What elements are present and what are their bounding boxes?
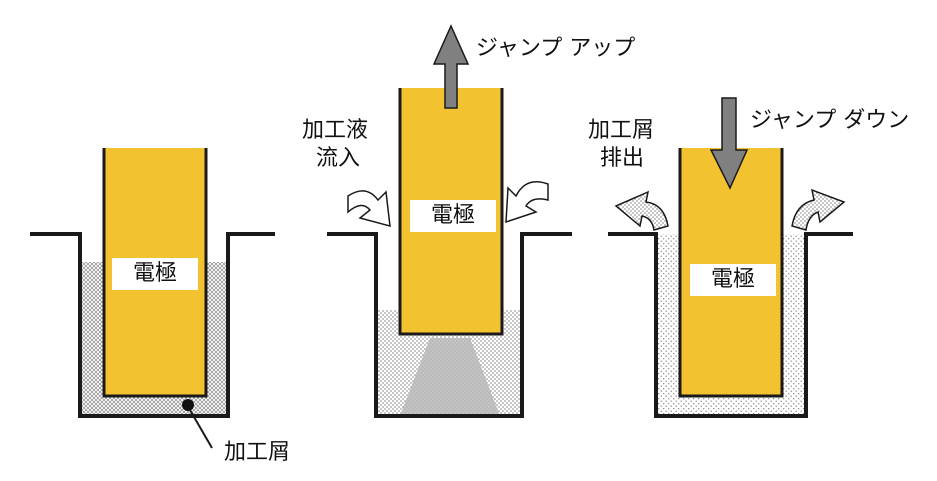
electrode-outline-panel-1 <box>102 148 208 398</box>
jump-down-label: ジャンプ ダウン <box>750 108 910 133</box>
inflow-arrow-left <box>347 190 391 228</box>
jump-up-arrow <box>432 24 470 109</box>
workpiece-panel-1 <box>30 232 275 418</box>
workpiece-panel-3 <box>608 232 853 418</box>
fluid-panel-3 <box>656 234 806 416</box>
discharge-label-line2: 排出 <box>600 146 645 171</box>
jump-up-label: ジャンプ アップ <box>476 36 636 61</box>
discharge-arrow-right <box>791 188 846 231</box>
electrode-outline-panel-2 <box>398 88 504 336</box>
debris-label: 加工屑 <box>224 440 291 465</box>
electrode-outline-panel-3 <box>678 148 784 398</box>
panel-2 <box>327 24 572 418</box>
electrode-label-panel-3: 電極 <box>690 264 776 296</box>
inflow-cone <box>400 338 500 416</box>
inflow-label-line2: 流入 <box>316 146 361 171</box>
electrode-label-panel-2: 電極 <box>410 200 496 232</box>
jump-down-arrow <box>709 97 749 190</box>
panel-1 <box>30 148 275 449</box>
workpiece-panel-2 <box>327 232 572 418</box>
electrode-label-panel-1: 電極 <box>112 258 198 290</box>
inflow-label-line1: 加工液 <box>302 118 369 143</box>
discharge-label-line1: 加工屑 <box>588 118 655 143</box>
debris-leader-line <box>189 409 213 449</box>
inflow-arrow-right <box>505 181 549 224</box>
debris-particle <box>182 399 194 411</box>
panel-3 <box>608 97 853 418</box>
discharge-arrow-left <box>614 190 669 231</box>
